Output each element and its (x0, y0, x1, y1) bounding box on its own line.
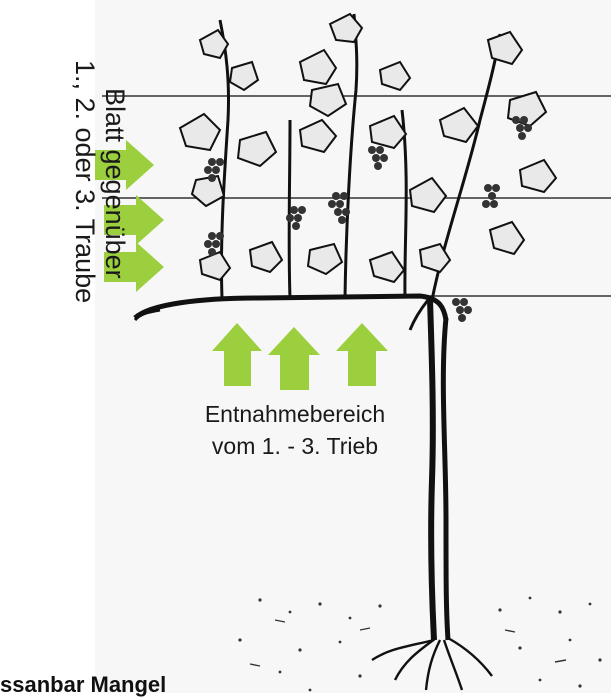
cropped-caption: ssanbar Mangel (0, 672, 166, 698)
sampling-area-label: Entnahmebereich vom 1. - 3. Trieb (160, 398, 430, 462)
leaf-position-label: Blatt gegenüber 1., 2. oder 3. Traube (72, 60, 132, 360)
area-label-line-2: vom 1. - 3. Trieb (160, 430, 430, 462)
trunk (430, 300, 434, 640)
area-label-line-1: Entnahmebereich (160, 398, 430, 430)
leaf-label-line-1: Blatt gegenüber (100, 60, 130, 360)
leaf-label-line-2: 1., 2. oder 3. Traube (70, 60, 100, 360)
